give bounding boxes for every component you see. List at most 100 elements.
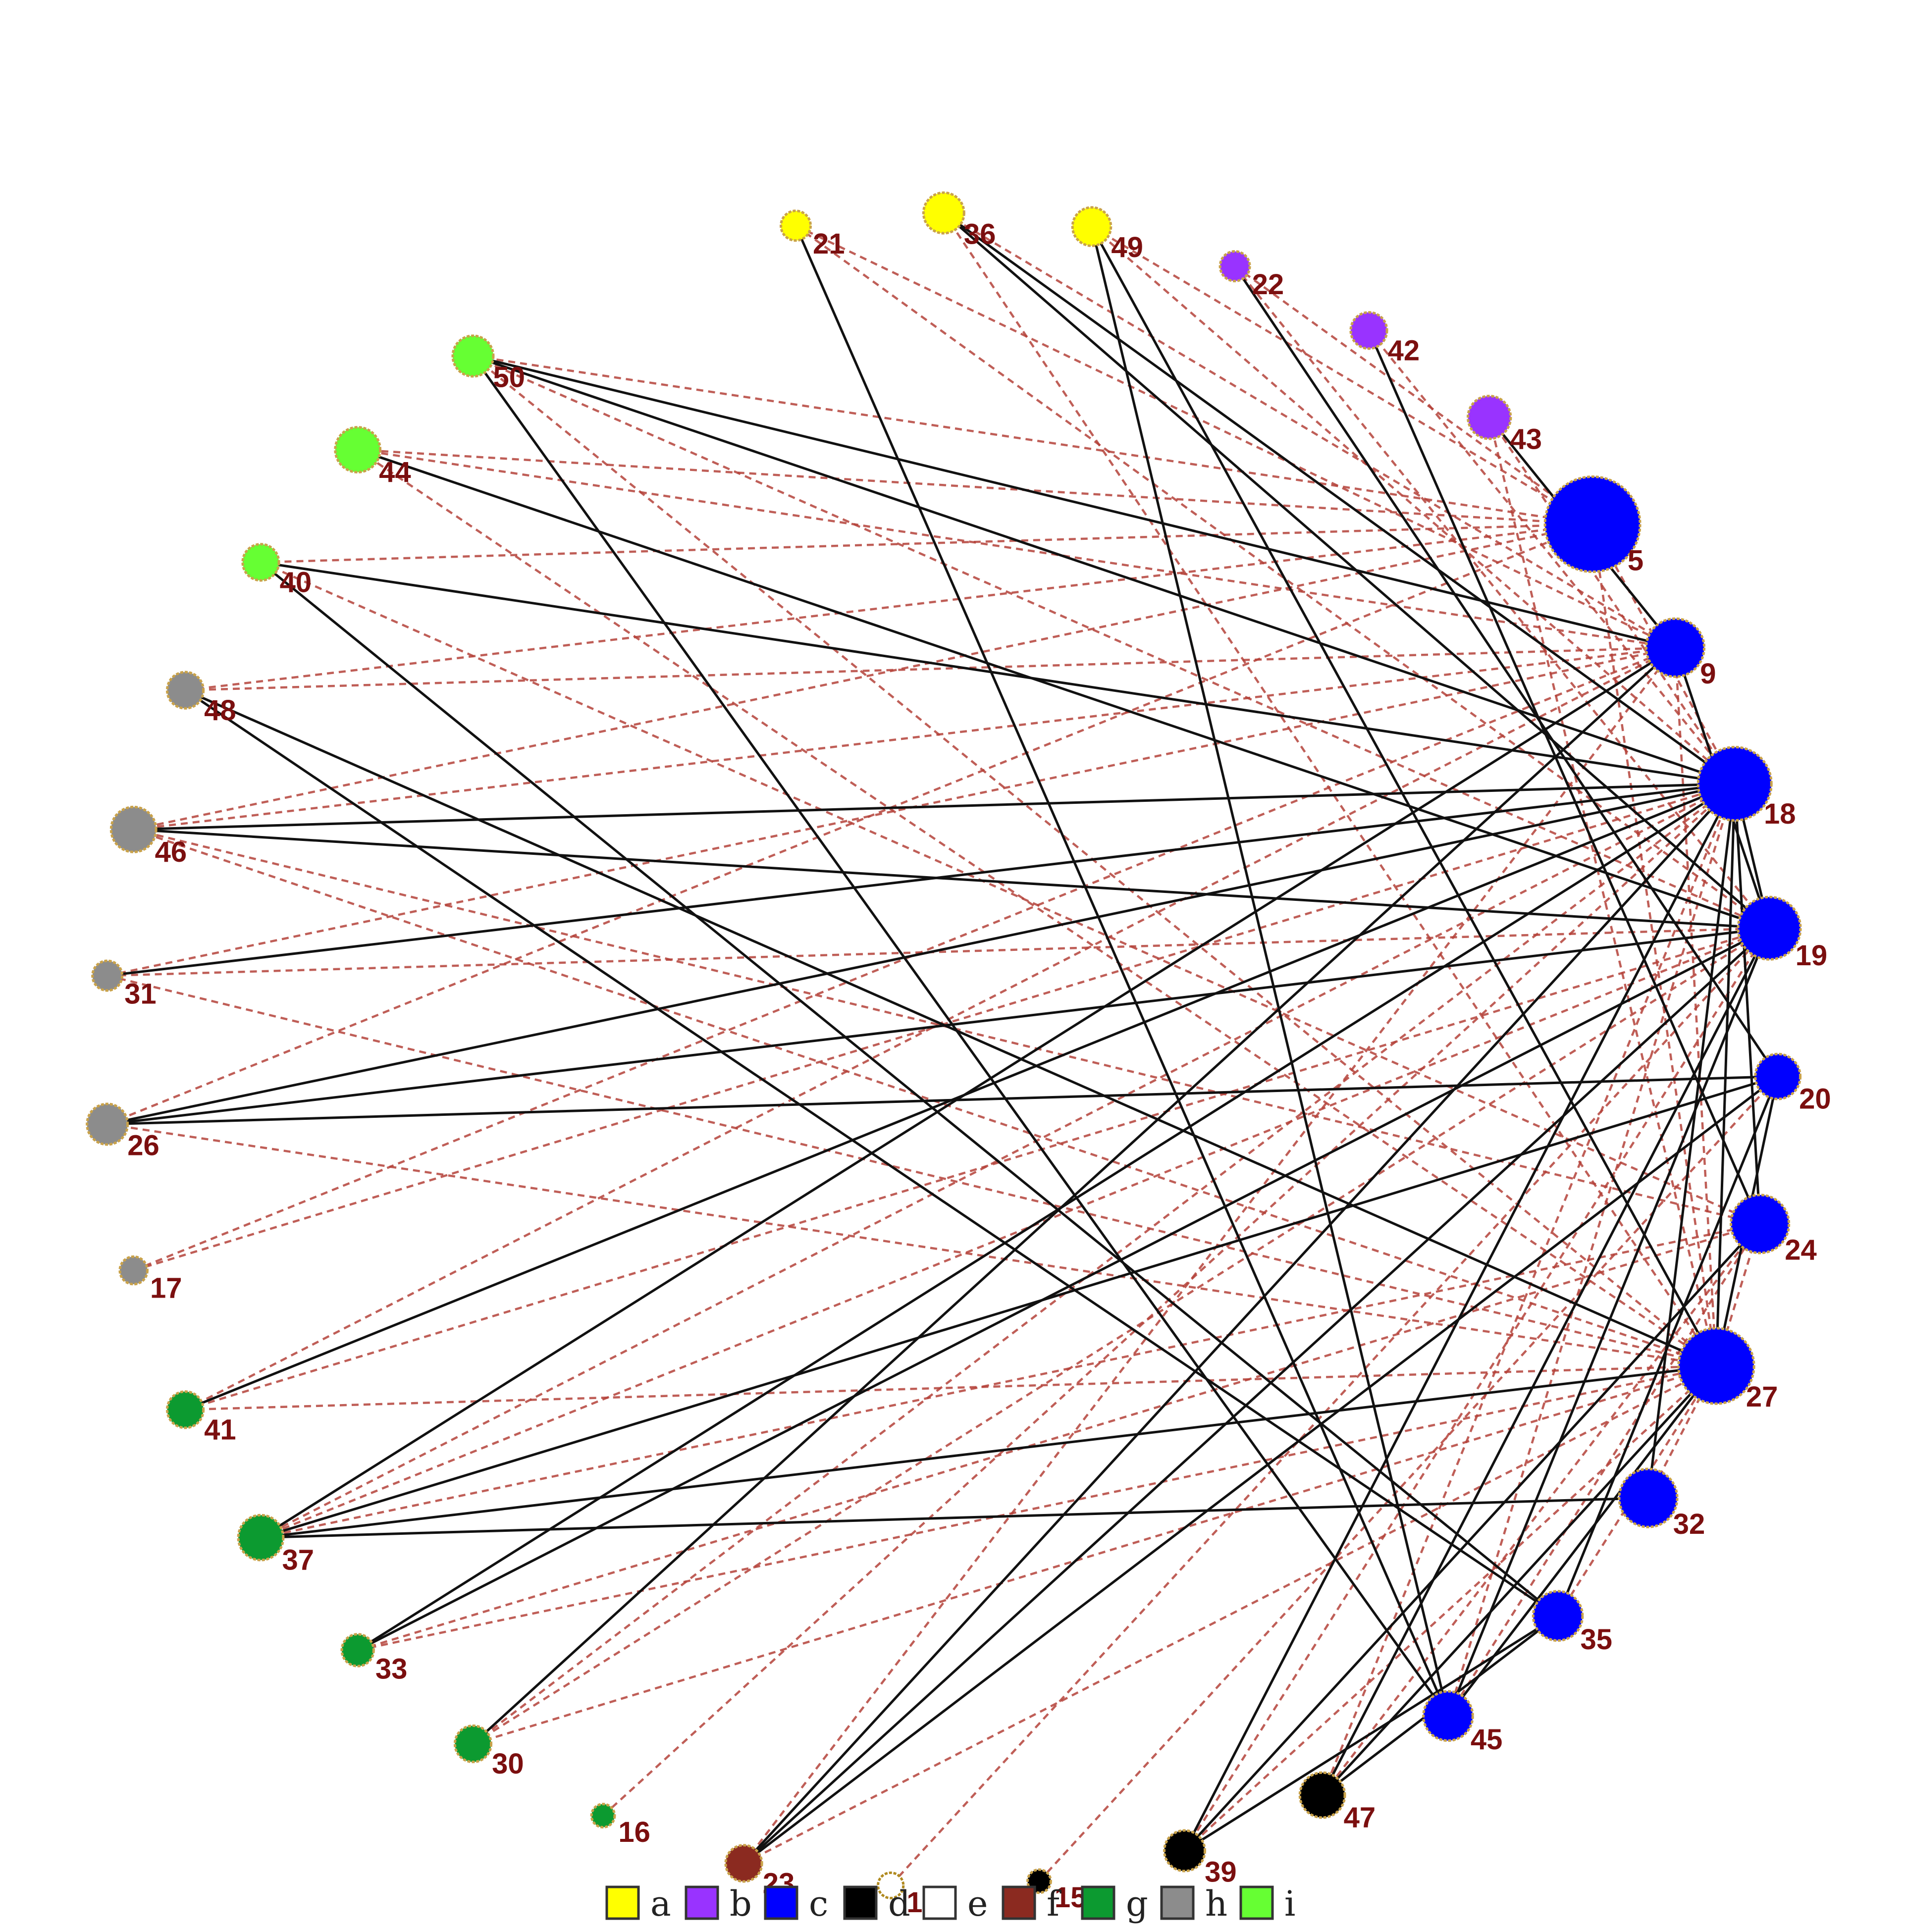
node-30[interactable] xyxy=(453,1724,493,1764)
node-19[interactable] xyxy=(1737,895,1802,961)
edge-solid-42-24 xyxy=(1368,330,1761,1225)
node-label-49: 49 xyxy=(1111,231,1143,263)
edge-dashed-43-18 xyxy=(1488,417,1736,784)
edge-solid-46-18 xyxy=(133,782,1735,831)
node-37[interactable] xyxy=(237,1514,285,1562)
edge-solid-33-19 xyxy=(357,927,1770,1652)
node-label-39: 39 xyxy=(1205,1856,1237,1888)
node-20[interactable] xyxy=(1754,1052,1802,1100)
edge-solid-47-27 xyxy=(1321,1365,1717,1796)
node-46[interactable] xyxy=(109,805,158,853)
edge-solid-24-18 xyxy=(1733,783,1761,1224)
edge-dashed-17-9 xyxy=(133,646,1676,1272)
edge-solid-33-18 xyxy=(357,783,1736,1652)
edge-solid-26-20 xyxy=(107,1075,1778,1126)
edge-dashed-26-5 xyxy=(106,523,1593,1126)
edge-dashed-41-27 xyxy=(185,1364,1716,1411)
legend-swatch-f xyxy=(1002,1885,1036,1920)
node-label-31: 31 xyxy=(124,978,157,1010)
node-18[interactable] xyxy=(1696,745,1773,822)
node-43[interactable] xyxy=(1467,395,1512,440)
node-label-16: 16 xyxy=(618,1816,650,1848)
node-50[interactable] xyxy=(451,334,495,378)
node-16[interactable] xyxy=(590,1803,616,1828)
node-label-48: 48 xyxy=(204,694,236,727)
node-label-45: 45 xyxy=(1471,1723,1503,1756)
legend-label-a: a xyxy=(650,1883,671,1924)
edge-dashed-41-19 xyxy=(185,927,1770,1411)
edge-dashed-30-27 xyxy=(473,1364,1717,1745)
node-36[interactable] xyxy=(922,191,965,235)
edge-dashed-43-27 xyxy=(1488,417,1718,1366)
edge-dashed-47-24 xyxy=(1321,1223,1761,1796)
legend-item-g: g xyxy=(1081,1883,1148,1924)
node-42[interactable] xyxy=(1349,311,1388,350)
edge-dashed-39-19 xyxy=(1183,927,1770,1852)
edge-dashed-23-9 xyxy=(742,647,1676,1864)
legend-swatch-h xyxy=(1160,1885,1195,1920)
node-label-33: 33 xyxy=(375,1653,408,1685)
node-24[interactable] xyxy=(1729,1194,1791,1254)
node-17[interactable] xyxy=(118,1255,149,1286)
node-label-21: 21 xyxy=(813,228,845,260)
edge-dashed-31-27 xyxy=(107,974,1717,1367)
edge-solid-50-18 xyxy=(473,355,1736,785)
edge-dashed-41-9 xyxy=(185,646,1676,1411)
edge-dashed-46-5 xyxy=(133,523,1593,831)
node-21[interactable] xyxy=(780,209,812,242)
node-5[interactable] xyxy=(1543,475,1642,574)
edge-solid-27-18 xyxy=(1715,783,1736,1366)
node-48[interactable] xyxy=(165,671,205,710)
node-label-22: 22 xyxy=(1252,268,1284,301)
node-35[interactable] xyxy=(1532,1590,1584,1642)
node-26[interactable] xyxy=(86,1102,129,1146)
node-44[interactable] xyxy=(334,426,382,473)
edge-solid-37-32 xyxy=(261,1497,1648,1539)
node-31[interactable] xyxy=(91,959,124,992)
node-22[interactable] xyxy=(1218,250,1251,282)
node-32[interactable] xyxy=(1618,1467,1679,1528)
node-label-30: 30 xyxy=(492,1748,524,1780)
edge-dashed-45-24 xyxy=(1447,1223,1761,1717)
legend-label-f: f xyxy=(1047,1883,1062,1924)
legend-swatch-i xyxy=(1239,1885,1274,1920)
node-label-41: 41 xyxy=(204,1413,236,1446)
node-47[interactable] xyxy=(1298,1771,1346,1819)
edge-solid-32-18 xyxy=(1647,783,1736,1498)
edge-solid-37-9 xyxy=(260,646,1676,1539)
node-45[interactable] xyxy=(1422,1690,1474,1742)
edge-solid-45-19 xyxy=(1447,928,1771,1717)
edge-dashed-37-19 xyxy=(260,927,1770,1539)
edge-dashed-33-24 xyxy=(357,1223,1760,1652)
edge-solid-36-18 xyxy=(943,211,1736,785)
edge-solid-44-19 xyxy=(357,448,1770,930)
node-23[interactable] xyxy=(724,1844,763,1883)
node-33[interactable] xyxy=(340,1633,375,1668)
edge-dashed-42-18 xyxy=(1368,329,1736,784)
node-14[interactable] xyxy=(877,1871,905,1900)
edge-dashed-50-5 xyxy=(473,355,1593,525)
edge-solid-22-20 xyxy=(1234,265,1779,1078)
node-9[interactable] xyxy=(1644,617,1706,678)
legend-swatch-b xyxy=(685,1885,719,1920)
edge-solid-40-35 xyxy=(260,561,1559,1617)
node-40[interactable] xyxy=(241,543,280,582)
node-41[interactable] xyxy=(165,1390,205,1429)
node-39[interactable] xyxy=(1163,1829,1207,1873)
edge-solid-21-45 xyxy=(795,225,1449,1717)
edge-solid-37-27 xyxy=(261,1364,1717,1539)
node-labels: 2136492242435918192024273235454739151423… xyxy=(124,218,1831,1919)
edge-solid-37-20 xyxy=(260,1075,1778,1539)
node-49[interactable] xyxy=(1071,206,1112,247)
edge-solid-39-24 xyxy=(1183,1223,1761,1852)
legend-label-c: c xyxy=(809,1883,828,1924)
legend-label-b: b xyxy=(730,1883,752,1924)
legend-item-c: c xyxy=(764,1883,828,1924)
node-label-37: 37 xyxy=(282,1544,314,1576)
edge-dashed-48-5 xyxy=(185,523,1593,691)
node-27[interactable] xyxy=(1677,1327,1755,1405)
node-label-40: 40 xyxy=(280,566,312,598)
edge-solid-40-18 xyxy=(261,561,1735,785)
